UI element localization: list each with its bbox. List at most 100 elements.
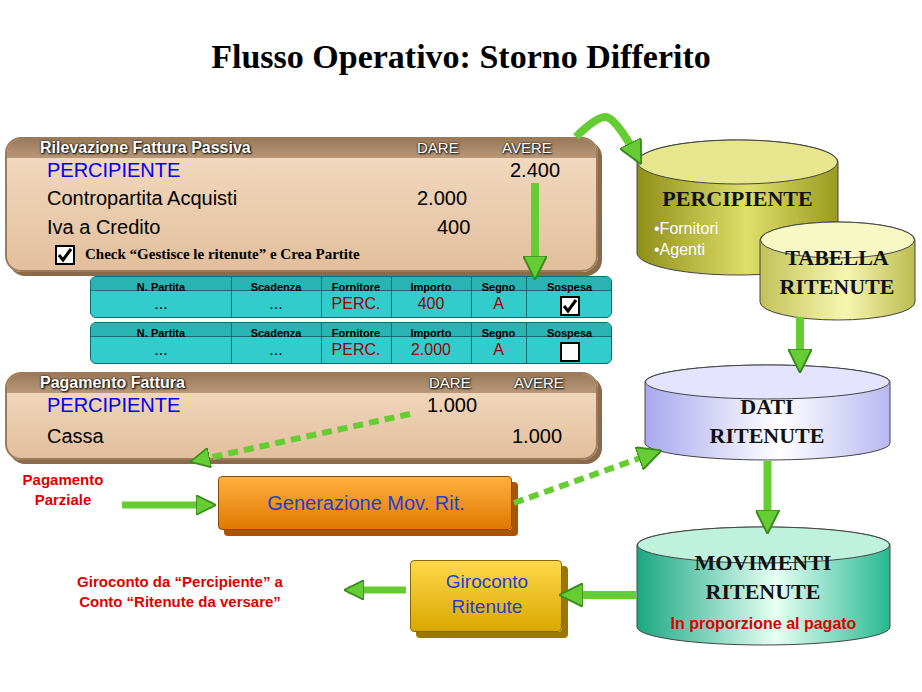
database-cylinder: MOVIMENTI RITENUTE In proporzione al paga… bbox=[637, 527, 890, 645]
check-mark bbox=[564, 300, 576, 311]
node-text: PERCIPIENTE bbox=[47, 394, 180, 416]
text-holder: Giroconto Ritenute bbox=[427, 570, 547, 619]
text-holder: 1.000 bbox=[512, 425, 562, 448]
checkbox bbox=[55, 245, 75, 265]
cylinder-body bbox=[760, 222, 915, 320]
node-text: Cassa bbox=[47, 425, 104, 447]
flow-arrow bbox=[764, 461, 772, 529]
text-holder: 2.000 bbox=[391, 339, 471, 361]
text-holder: PERCIPIENTE bbox=[47, 394, 180, 417]
text-holder: ... bbox=[231, 293, 321, 315]
node-text: A bbox=[493, 295, 504, 312]
cylinder-body bbox=[645, 365, 890, 460]
text-holder: DATI RITENUTE bbox=[697, 393, 837, 450]
text-holder: PERC. bbox=[321, 339, 391, 361]
node-text: Segno bbox=[482, 281, 516, 293]
checkbox-frame bbox=[561, 297, 579, 315]
text-holder: •Agenti bbox=[654, 241, 705, 259]
note-label: Giroconto da “Percipiente” a Conto “Rite… bbox=[77, 573, 283, 610]
text-holder: PERC. bbox=[321, 293, 391, 315]
cylinder-top bbox=[646, 365, 890, 399]
text-holder: ... bbox=[231, 339, 321, 361]
node-text: 2.400 bbox=[510, 159, 560, 181]
text-holder: Iva a Credito bbox=[47, 216, 160, 239]
node-text: 2.000 bbox=[417, 187, 467, 209]
column-rule bbox=[526, 277, 527, 317]
node-text: 1.000 bbox=[512, 425, 562, 447]
text-holder: Fornitore bbox=[321, 277, 391, 295]
partial-payment-arrow bbox=[122, 502, 212, 509]
node-text: DARE bbox=[429, 374, 471, 391]
text-holder: 400 bbox=[437, 216, 470, 239]
node-text: AVERE bbox=[514, 374, 564, 391]
database-cylinder: DATI RITENUTE bbox=[645, 365, 890, 460]
node-text: PERCIPIENTE bbox=[47, 159, 180, 181]
node-text: ... bbox=[269, 295, 282, 312]
column-rule bbox=[391, 323, 392, 363]
text-holder: N. Partita bbox=[91, 277, 231, 295]
checkbox-frame bbox=[561, 343, 579, 361]
node-text: AVERE bbox=[502, 139, 552, 156]
node-text: 400 bbox=[418, 295, 445, 312]
cylinder-body bbox=[637, 527, 890, 645]
column-rule bbox=[231, 277, 232, 317]
node-text: PERC. bbox=[332, 341, 381, 358]
node-text: 2.000 bbox=[411, 341, 451, 358]
checkbox bbox=[560, 342, 580, 362]
flow-arrow bbox=[564, 591, 636, 599]
node-text: PERC. bbox=[332, 295, 381, 312]
node-text: Importo bbox=[411, 327, 452, 339]
node-text: In proporzione al pagato bbox=[671, 615, 857, 632]
node-text: •Agenti bbox=[654, 241, 705, 258]
text-holder: A bbox=[471, 293, 526, 315]
node-text: Generazione Mov. Rit. bbox=[267, 492, 465, 514]
flow-arrow bbox=[796, 317, 804, 368]
text-holder: MOVIMENTI RITENUTE bbox=[663, 549, 863, 606]
node-text: Pagamento Fattura bbox=[40, 374, 185, 391]
node-text: Segno bbox=[482, 327, 516, 339]
column-rule bbox=[391, 277, 392, 317]
entry-table: N. Partita Scadenza Fornitore Importo Segno S… bbox=[90, 322, 612, 364]
column-rule bbox=[231, 323, 232, 363]
column-rule bbox=[471, 277, 472, 317]
text-holder: Segno bbox=[471, 277, 526, 295]
node-text: Rilevazione Fattura Passiva bbox=[40, 139, 251, 156]
text-holder: Importo bbox=[391, 277, 471, 295]
node-text: Iva a Credito bbox=[47, 216, 160, 238]
cylinder-shape bbox=[760, 222, 915, 320]
check-mark bbox=[59, 249, 71, 260]
text-holder: 2.400 bbox=[510, 159, 560, 182]
database-cylinder: TABELLA RITENUTE bbox=[760, 222, 915, 320]
text-holder: Importo bbox=[391, 323, 471, 341]
text-holder: PERCIPIENTE bbox=[47, 159, 180, 182]
node-text: Check “Gestisce le ritenute” e Crea Part… bbox=[85, 246, 360, 262]
text-holder: •Fornitori bbox=[654, 220, 718, 238]
ledger-panel: Pagamento Fattura DARE AVERE PERCIPIENTE 1.0… bbox=[5, 372, 598, 460]
node-text: A bbox=[493, 341, 504, 358]
text-holder: Sospesa bbox=[526, 277, 613, 295]
node-text: Scadenza bbox=[251, 281, 302, 293]
node-text: N. Partita bbox=[137, 281, 185, 293]
text-holder: AVERE bbox=[502, 139, 552, 157]
node-text: Fornitore bbox=[332, 327, 380, 339]
text-holder: AVERE bbox=[514, 374, 564, 392]
node-text: DARE bbox=[417, 139, 459, 156]
node-text: 1.000 bbox=[427, 394, 477, 416]
text-holder: DARE bbox=[417, 139, 459, 157]
text-holder: 2.000 bbox=[417, 187, 467, 210]
text-holder: ... bbox=[91, 339, 231, 361]
process-box: Generazione Mov. Rit. bbox=[218, 476, 512, 530]
node-text: •Fornitori bbox=[654, 220, 718, 237]
checkbox-frame bbox=[56, 246, 74, 264]
text-holder: Pagamento Fattura bbox=[40, 374, 185, 392]
node-text: N. Partita bbox=[137, 327, 185, 339]
node-text: Giroconto Ritenute bbox=[446, 571, 528, 617]
text-holder: Scadenza bbox=[231, 277, 321, 295]
node-text: Fornitore bbox=[332, 281, 380, 293]
text-holder: N. Partita bbox=[91, 323, 231, 341]
text-holder: Check “Gestisce le ritenute” e Crea Part… bbox=[85, 245, 360, 263]
checkbox bbox=[560, 296, 580, 316]
text-holder: Scadenza bbox=[231, 323, 321, 341]
text-holder: Sospesa bbox=[526, 323, 613, 341]
